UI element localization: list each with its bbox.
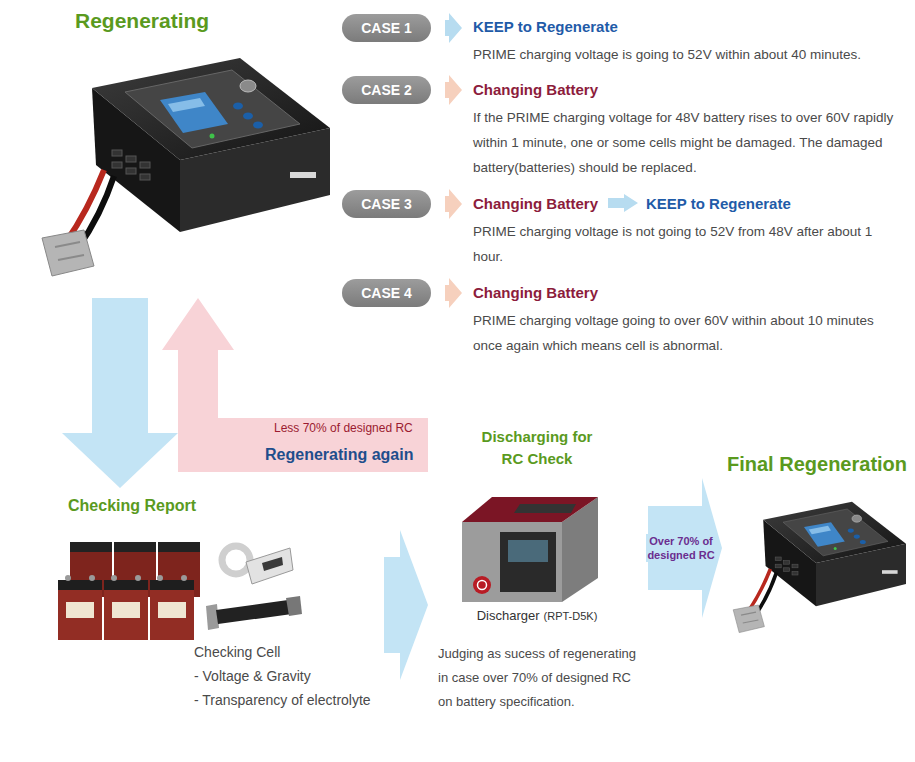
text-row: Discharger (RPT-D5K) <box>430 606 644 624</box>
text-row: Judging as sucess of regenerating in cas… <box>438 642 642 714</box>
case-number: CASE 3 <box>361 196 412 212</box>
text-row: Changing Battery KEEP to Regenerate <box>473 193 902 215</box>
case-text-line: PRIME charging voltage going to over 60V… <box>473 313 874 353</box>
flow-arrow <box>162 298 428 472</box>
case-pill: CASE 2 <box>342 76 431 104</box>
case-text-line: If the PRIME charging voltage for 48V ba… <box>473 110 893 175</box>
edge-label: Regenerating again <box>263 444 415 466</box>
stage-text: - Voltage & Gravity <box>194 668 311 684</box>
text-row: Checking Cell <box>194 640 280 664</box>
condition-note: Less 70% of designed RC <box>272 421 415 436</box>
text-row: PRIME charging voltage going to over 60V… <box>473 308 902 358</box>
case-text-line: Changing Battery <box>473 81 598 98</box>
text-row: CASE 1 <box>361 19 412 37</box>
text-row: KEEP to Regenerate <box>473 16 902 38</box>
battery-pack <box>58 542 200 640</box>
text-row: - Transparency of electrolyte <box>194 688 371 712</box>
text-row: If the PRIME charging voltage for 48V ba… <box>473 105 902 180</box>
chevron-arrow <box>608 194 638 212</box>
text-row: CASE 2 <box>361 81 412 99</box>
case-text: KEEP to RegeneratePRIME charging voltage… <box>470 16 902 67</box>
flow-arrow <box>445 189 462 219</box>
case-number: CASE 4 <box>361 285 412 301</box>
case-number: CASE 2 <box>361 82 412 98</box>
refractometer <box>206 596 302 630</box>
flow-arrow <box>384 530 428 680</box>
case-text-line: PRIME charging voltage is going to 52V w… <box>473 47 861 62</box>
chevron-arrow-shape <box>608 194 638 212</box>
stage-text: Judging as sucess of regenerating in cas… <box>438 646 636 709</box>
text-row: Changing Battery <box>473 282 902 304</box>
stage-text: - Transparency of electrolyte <box>194 692 371 708</box>
case-pill: CASE 4 <box>342 279 431 307</box>
case-number: CASE 1 <box>361 20 412 36</box>
regenerator-device <box>733 502 906 633</box>
case-text-line: PRIME charging voltage is not going to 5… <box>473 224 872 264</box>
case-pill: CASE 1 <box>342 14 431 42</box>
stage-panel: Final Regeneration <box>724 448 912 672</box>
text-row: Final Regeneration <box>727 451 907 477</box>
text-row: CASE 3 <box>361 195 412 213</box>
flow-arrow <box>445 13 462 43</box>
text-row: Regenerating <box>75 8 209 34</box>
case-text: Changing Battery If the PRIME charging vo… <box>470 79 902 180</box>
stage-title: Regenerating <box>75 9 209 32</box>
text-row: PRIME charging voltage is not going to 5… <box>473 219 902 269</box>
case-text: Changing BatteryPRIME charging voltage g… <box>470 282 902 358</box>
text-row: Checking Report <box>68 496 196 516</box>
flow-arrow <box>445 75 462 105</box>
flow-arrow <box>445 278 462 308</box>
stage-text: (RPT-D5K) <box>544 610 598 622</box>
text-row: PRIME charging voltage is going to 52V w… <box>473 42 902 67</box>
stage-text: Discharging for RC Check <box>482 428 593 467</box>
stage-panel: Discharging for RC CheckDischarger (RPT-D… <box>430 420 646 720</box>
stage-panel: Regenerating <box>35 5 337 292</box>
stage-text: Checking Report <box>68 497 196 514</box>
stage-text: Checking Cell <box>194 644 280 660</box>
case-text-line: KEEP to Regenerate <box>473 18 618 35</box>
stage-text: Discharger <box>477 608 540 623</box>
stage-panel: Checking ReportChecking Cell - Voltage & … <box>50 492 382 718</box>
clamp-meter <box>222 546 293 584</box>
case-text-line: Changing Battery <box>473 284 598 301</box>
regenerator-device <box>42 58 330 276</box>
text-row: Discharging for RC Check <box>474 426 600 470</box>
stage-title: Final Regeneration <box>727 453 907 475</box>
edge-label: Over 70% of designed RC <box>646 534 716 562</box>
text-row: Changing Battery <box>473 79 902 101</box>
flow-arrow <box>62 298 178 488</box>
case-text-line: KEEP to Regenerate <box>646 195 791 212</box>
discharger-device <box>462 497 598 602</box>
text-row: - Voltage & Gravity <box>194 664 311 688</box>
text-row: CASE 4 <box>361 284 412 302</box>
case-text-line: Changing Battery <box>473 195 598 212</box>
case-pill: CASE 3 <box>342 190 431 218</box>
case-text: Changing Battery KEEP to RegeneratePRIME … <box>470 193 902 269</box>
